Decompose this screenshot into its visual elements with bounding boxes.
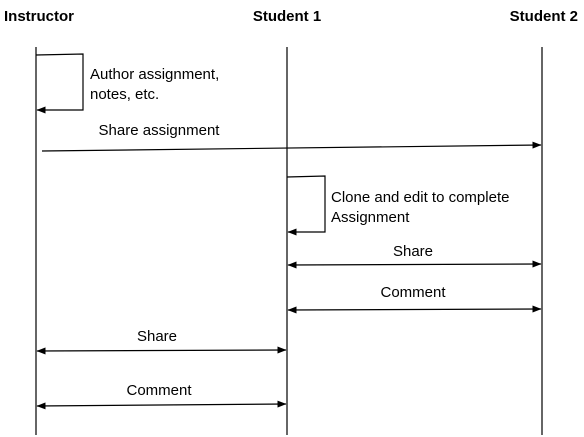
message-label-comment-s1-s2: Comment [380, 284, 446, 301]
message-arrow-share-assignment [41, 141, 542, 152]
message-arrow-comment-i-s1 [36, 400, 287, 410]
actor-label-student2: Student 2 [510, 8, 578, 25]
message-arrow-share-i-s1 [36, 346, 287, 355]
message-label-self-clone: Assignment [331, 209, 410, 226]
self-message-self-clone [286, 175, 326, 236]
message-label-share-s1-s2: Share [393, 243, 433, 260]
self-message-self-author [35, 53, 84, 114]
actor-label-student1: Student 1 [253, 8, 321, 25]
message-label-self-author: notes, etc. [90, 86, 159, 103]
message-label-comment-i-s1: Comment [126, 382, 192, 399]
message-label-share-assignment: Share assignment [99, 122, 221, 139]
message-label-share-i-s1: Share [137, 328, 177, 345]
actor-label-instructor: Instructor [4, 8, 74, 25]
message-arrow-comment-s1-s2 [287, 305, 542, 314]
message-arrow-share-s1-s2 [287, 260, 542, 269]
message-label-self-author: Author assignment, [90, 66, 219, 83]
message-label-self-clone: Clone and edit to complete [331, 189, 509, 206]
